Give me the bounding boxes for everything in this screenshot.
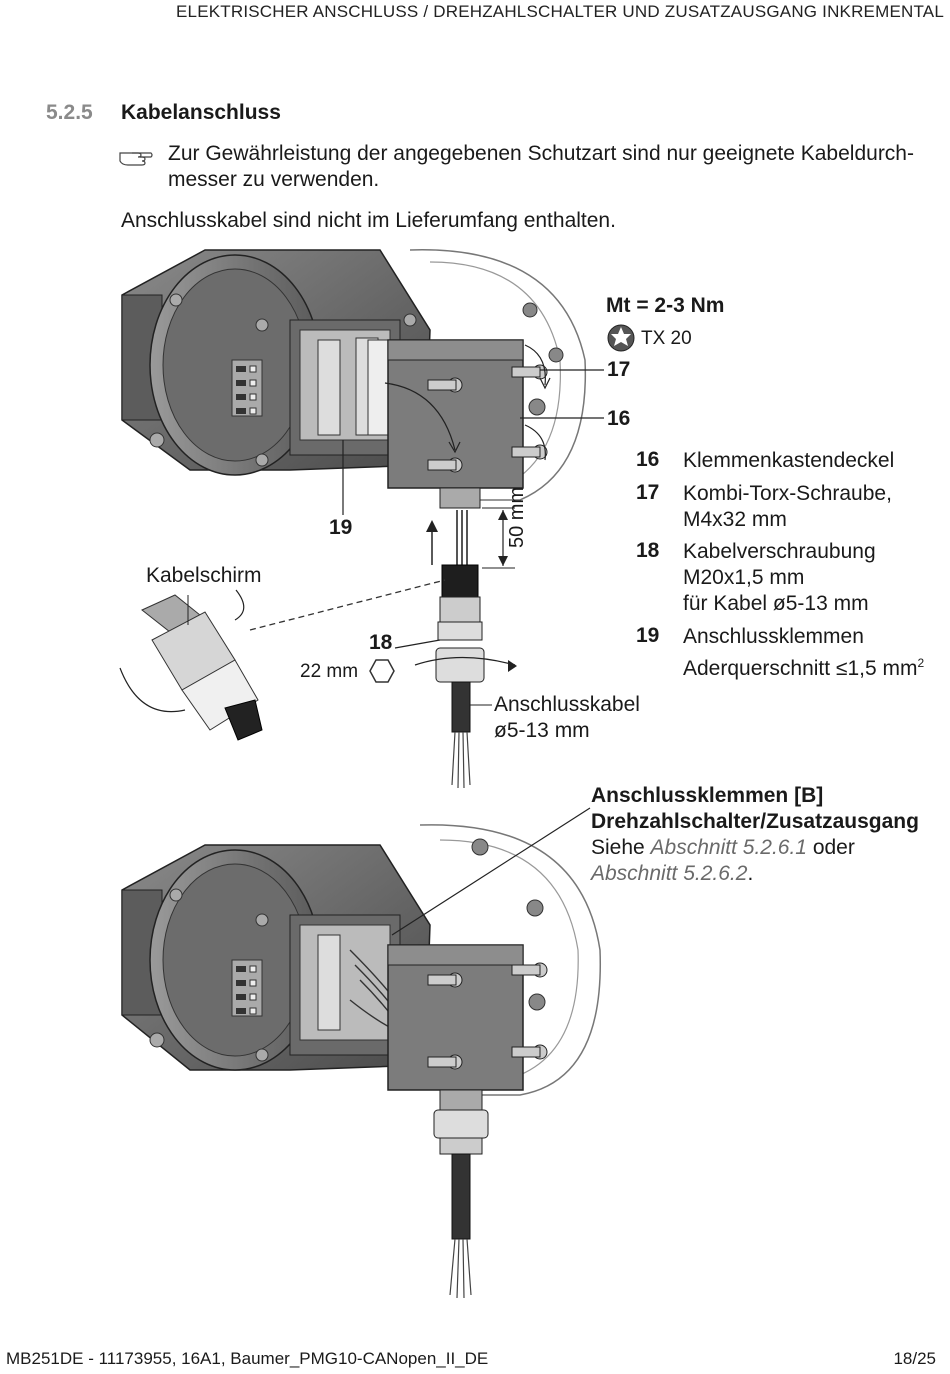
- legend-num-18: 18: [636, 539, 660, 562]
- callout-17: 17: [607, 358, 631, 381]
- encoder-illustration: [119, 249, 635, 1299]
- terminals-b-title-1: Anschlussklemmen [B]: [591, 784, 824, 807]
- cable-shield-detail: [119, 579, 446, 741]
- section-number: 5.2.5: [46, 101, 93, 124]
- cable-label: Anschlusskabel: [494, 693, 640, 716]
- upper-device: [121, 249, 587, 509]
- cable-diameter-label: ø5-13 mm: [494, 719, 590, 742]
- terminals-b-block: Anschlussklemmen [B] Drehzahlschalter/Zu…: [591, 784, 919, 885]
- lower-device: [121, 807, 602, 1299]
- wrench-size-label: 22 mm: [300, 661, 359, 682]
- torx-label: TX 20: [641, 328, 692, 349]
- callout-16: 16: [607, 407, 631, 430]
- terminals-b-title-2: Drehzahlschalter/Zusatzausgang: [591, 810, 919, 833]
- legend-text-16: Klemmenkastendeckel: [683, 449, 895, 472]
- cable-shield-label: Kabelschirm: [146, 564, 262, 587]
- page-header: ELEKTRISCHER ANSCHLUSS / DREHZAHLSCHALTE…: [176, 2, 944, 21]
- leader-18: [394, 639, 441, 649]
- pointing-hand-icon: [119, 152, 153, 166]
- torx-star-icon: [607, 324, 635, 352]
- legend-num-16: 16: [636, 448, 660, 471]
- intro-paragraph: Anschlusskabel sind nicht im Lieferumfan…: [121, 209, 616, 232]
- footer-doc-id: MB251DE - 11173955, 16A1, Baumer_PMG10-C…: [6, 1349, 489, 1368]
- legend-num-19: 19: [636, 624, 660, 647]
- footer-page-number: 18/25: [893, 1349, 936, 1368]
- note-text: Zur Gewährleistung der angegebenen Schut…: [168, 142, 914, 191]
- callout-19: 19: [329, 516, 353, 539]
- legend-text-17: Kombi-Torx-Schraube, M4x32 mm: [683, 482, 892, 531]
- legend-text-19: Anschlussklemmen Aderquerschnitt ≤1,5 mm…: [683, 625, 925, 680]
- cable-assembly-upper: [369, 507, 517, 789]
- legend-text-18: Kabelverschraubung M20x1,5 mm für Kabel …: [683, 540, 876, 615]
- torque-label: Mt = 2-3 Nm: [606, 294, 725, 317]
- section-title: Kabelanschluss: [121, 101, 281, 124]
- dimension-50mm: 50 mm: [506, 486, 528, 548]
- ref-5261[interactable]: Abschnitt 5.2.6.1: [650, 836, 807, 859]
- ref-5262[interactable]: Abschnitt 5.2.6.2: [591, 862, 748, 885]
- legend-num-17: 17: [636, 481, 660, 504]
- callout-18: 18: [369, 631, 393, 654]
